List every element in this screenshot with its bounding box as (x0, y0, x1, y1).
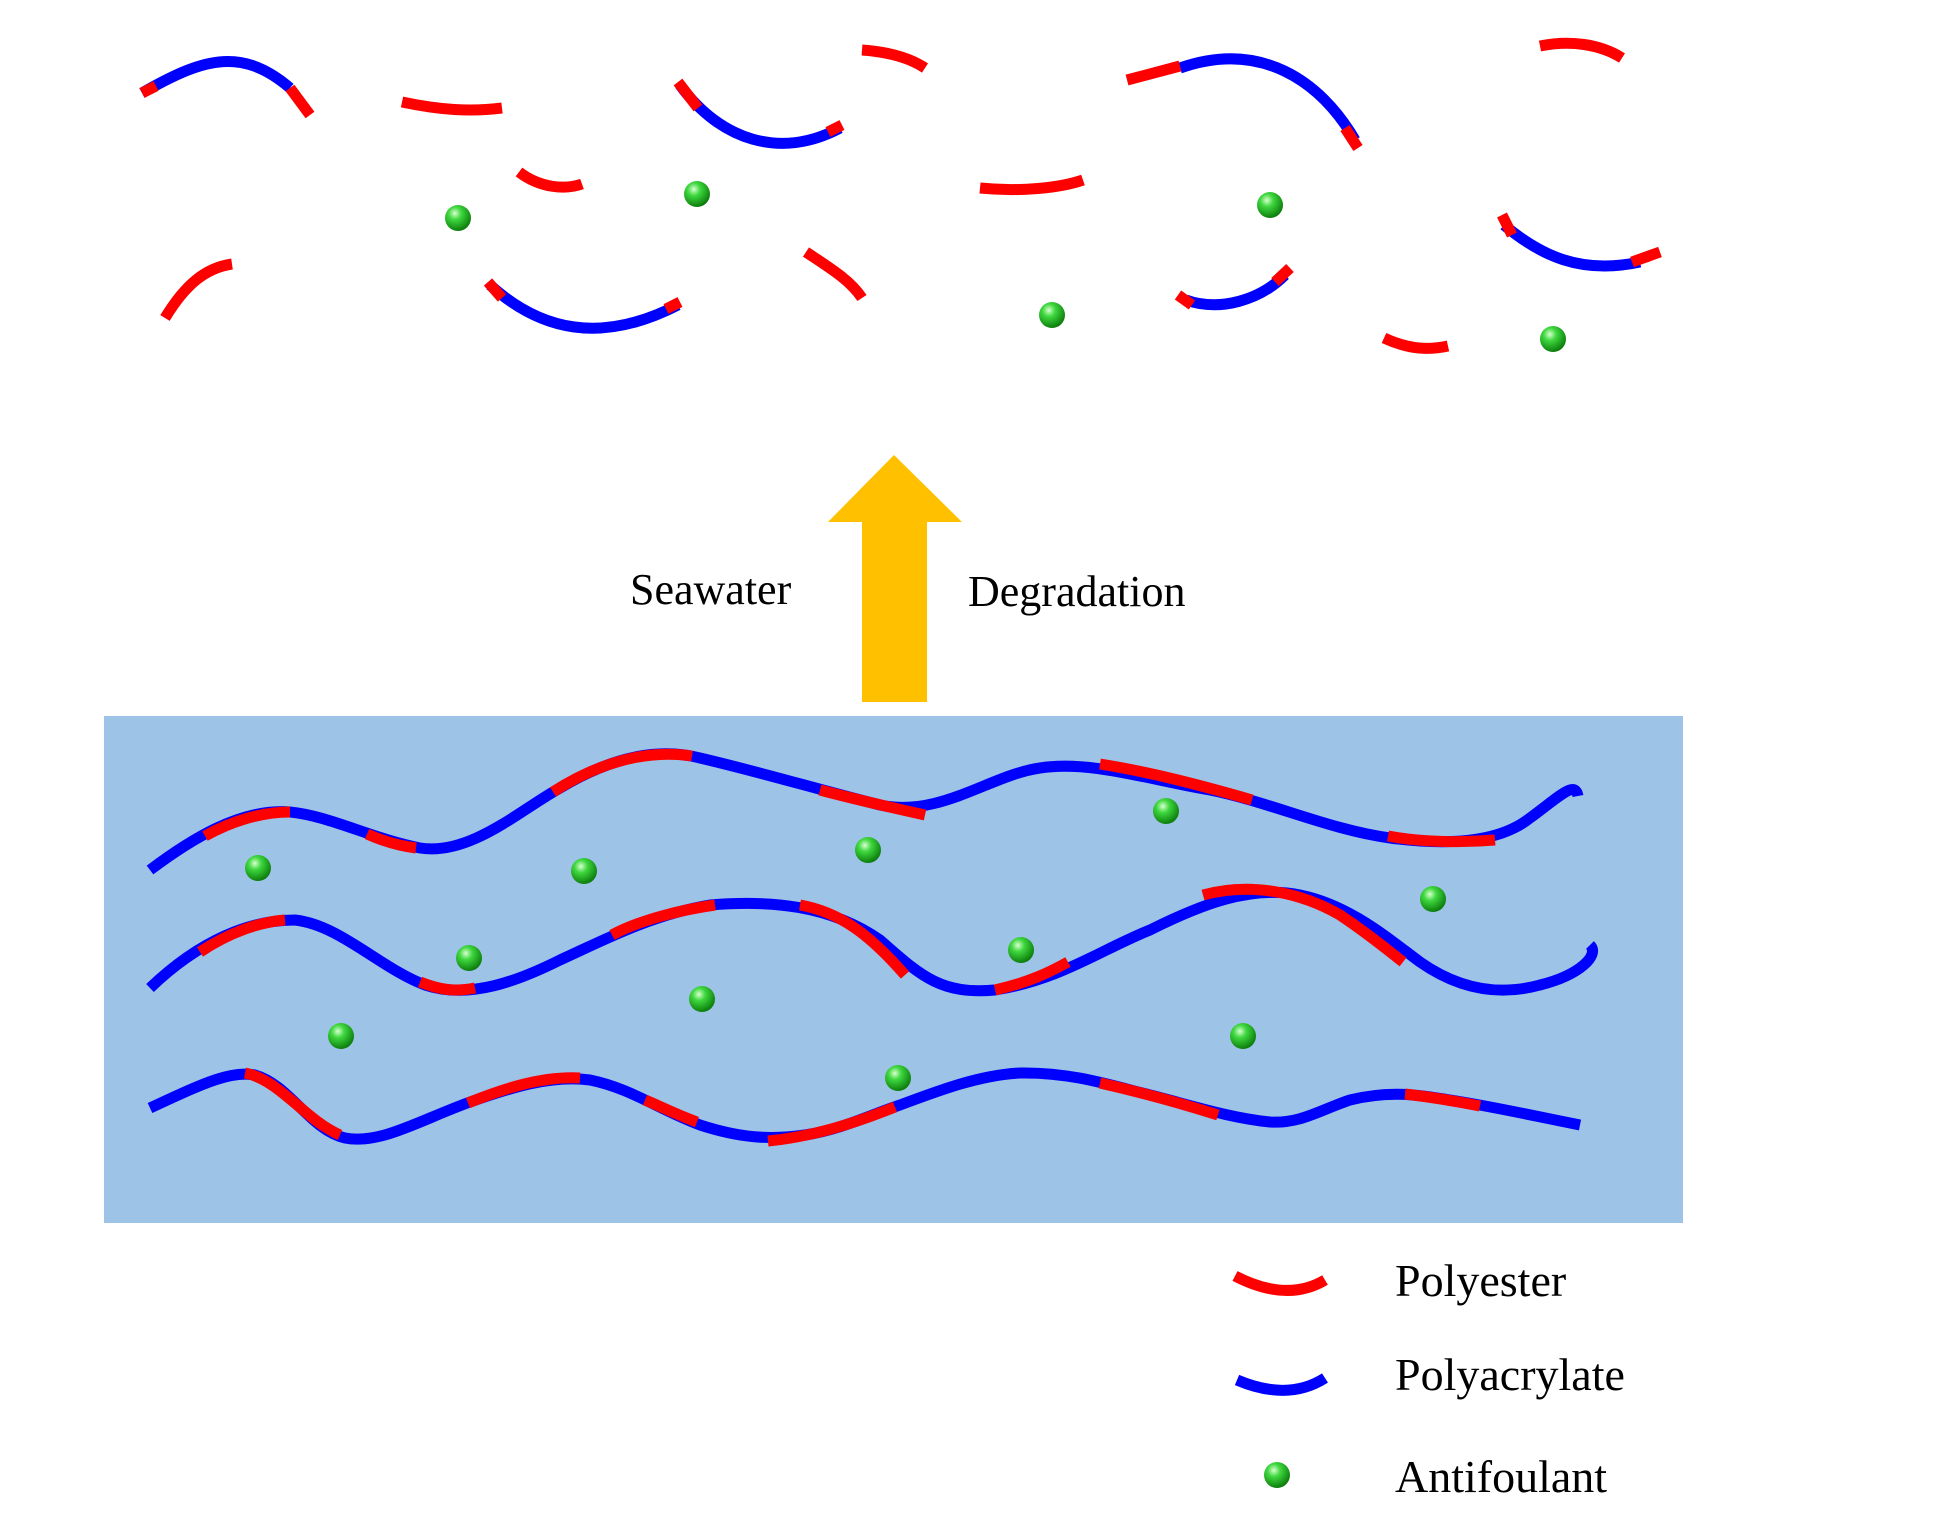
chain-2-polyester (798, 899, 910, 979)
antifoulant-sphere (684, 181, 710, 207)
chain-1-polyester (202, 806, 291, 841)
chain-1-polyester (364, 828, 417, 854)
chain-2-polyester (196, 914, 286, 957)
legend-label-polyacrylate: Polyacrylate (1395, 1349, 1625, 1400)
chain-3-polyester (767, 1101, 898, 1147)
antifoulant-sphere (328, 1023, 354, 1049)
fragment-10-end-b (663, 297, 683, 314)
chain-3-polyester (1098, 1077, 1220, 1121)
antifoulant-sphere (245, 855, 271, 881)
seawater-label: Seawater (630, 565, 792, 614)
chain-1-polyester (818, 784, 927, 821)
chain-1-polyester (550, 748, 693, 797)
fragment-4-end-a (673, 78, 703, 112)
antifoulant-sphere (1540, 326, 1566, 352)
polyacrylate-swatch (1234, 1373, 1328, 1396)
fragment-7-end-a (1125, 60, 1182, 86)
embedded-antifoulant (245, 798, 1446, 1091)
antifoulant-sphere (1039, 302, 1065, 328)
degradation-arrow (828, 455, 962, 702)
chain-1-polyester (1099, 758, 1254, 806)
fragment-9 (160, 258, 234, 321)
fragment-10-end-a (483, 278, 507, 302)
fragment-4-end-b (825, 120, 845, 137)
chain-1-polyester (1386, 830, 1496, 848)
antifoulant-sphere (855, 837, 881, 863)
antifoulant-sphere (1153, 798, 1179, 824)
legend-label-polyester: Polyester (1395, 1255, 1566, 1306)
fragment-10 (486, 280, 681, 334)
fragment-4 (675, 81, 843, 149)
chain-2-polyester (1201, 883, 1407, 967)
antifoulant-sphere (689, 986, 715, 1012)
antifoulant-sphere (885, 1065, 911, 1091)
polymer-chains (146, 748, 1598, 1147)
polyester-swatch (1232, 1271, 1328, 1296)
chain-2-polyester (609, 899, 716, 940)
fragment-3 (515, 167, 584, 193)
released-antifoulant (445, 181, 1566, 352)
chain-3-polyester (243, 1067, 343, 1141)
fragment-12 (1184, 270, 1289, 311)
fragment-12-end-a (1174, 290, 1196, 310)
antifoulant-sphere (1008, 937, 1034, 963)
antifoulant-sphere (1420, 886, 1446, 912)
chain-3-polyester (465, 1072, 581, 1109)
chain-3-polyester (1404, 1088, 1482, 1112)
fragment-5 (861, 44, 929, 73)
fragment-7-end-b (1340, 125, 1363, 151)
fragment-1-end-a (139, 81, 159, 98)
legend-label-antifoulant: Antifoulant (1395, 1451, 1607, 1502)
fragment-1-end-b (285, 84, 315, 119)
fragment-2 (400, 96, 503, 116)
fragment-12-end-b (1271, 263, 1294, 287)
fragment-14 (1381, 332, 1450, 354)
fragment-8 (1538, 37, 1625, 63)
antifoulant-sphere (1230, 1023, 1256, 1049)
degraded-fragments (139, 37, 1662, 354)
chain-3-polyester (642, 1094, 699, 1128)
fragment-11 (802, 247, 867, 302)
chain-2 (146, 886, 1598, 997)
chain-2-polyester (417, 976, 477, 996)
antifoulant-sphere (445, 205, 471, 231)
fragment-13 (1500, 220, 1642, 272)
degradation-label: Degradation (968, 567, 1185, 616)
chain-2-polyester (993, 957, 1071, 996)
fragment-13-end-a (1497, 212, 1517, 238)
antifoulant-swatch (1264, 1462, 1290, 1488)
antifoulant-sphere (571, 858, 597, 884)
antifoulant-sphere (1257, 192, 1283, 218)
fragment-7 (1178, 53, 1360, 143)
antifoulant-sphere (456, 945, 482, 971)
fragment-1 (139, 56, 294, 98)
fragment-13-end-b (1630, 246, 1662, 268)
fragment-6 (979, 174, 1085, 196)
legend: Polyester Polyacrylate Antifoulant (1232, 1255, 1625, 1502)
